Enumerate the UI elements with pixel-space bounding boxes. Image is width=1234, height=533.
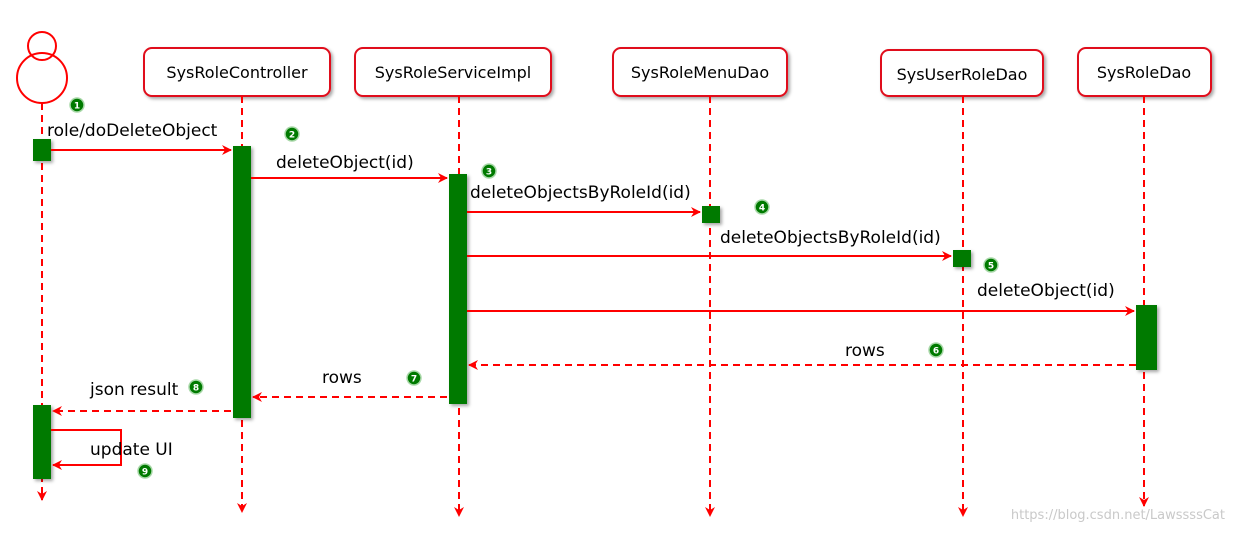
call-arrows — [51, 145, 1135, 316]
lifeline-box-menudao: SysRoleMenuDao — [612, 47, 788, 97]
message-label-8: json result — [89, 380, 179, 400]
step-badge-7: 7 — [406, 370, 422, 386]
arrow-9 — [51, 429, 122, 470]
step-badge-5: 5 — [983, 257, 999, 273]
svg-text:1: 1 — [74, 102, 80, 112]
activation-actor-2 — [33, 405, 51, 479]
activations — [33, 139, 1157, 479]
step-badge-3: 3 — [481, 163, 497, 179]
svg-text:7: 7 — [411, 375, 417, 385]
activation-userroledao — [953, 250, 971, 267]
step-badge-2: 2 — [284, 126, 300, 142]
lifeline-box-service: SysRoleServiceImpl — [354, 47, 552, 97]
lifeline-box-controller: SysRoleController — [143, 47, 331, 97]
lifeline-box-userroledao: SysUserRoleDao — [880, 49, 1044, 97]
svg-text:4: 4 — [759, 204, 765, 214]
svg-text:5: 5 — [988, 262, 994, 272]
message-label-5: deleteObject(id) — [977, 281, 1115, 301]
svg-text:8: 8 — [193, 384, 199, 394]
lifeline-label-roledao: SysRoleDao — [1097, 63, 1191, 82]
svg-text:3: 3 — [486, 168, 492, 178]
svg-text:2: 2 — [289, 131, 295, 141]
return-arrows — [52, 360, 1136, 416]
message-label-6: rows — [845, 341, 885, 361]
message-label-9: update UI — [90, 440, 173, 460]
activation-controller — [233, 146, 251, 418]
watermark-text: https://blog.csdn.net/LawssssCat — [1011, 508, 1225, 523]
activation-roledao — [1136, 305, 1157, 370]
message-label-7: rows — [322, 368, 362, 388]
activation-service — [449, 174, 467, 404]
lifeline-label-controller: SysRoleController — [166, 63, 308, 82]
lifeline-box-roledao: SysRoleDao — [1077, 47, 1212, 97]
lifeline-label-service: SysRoleServiceImpl — [375, 63, 531, 82]
message-label-4: deleteObjectsByRoleId(id) — [720, 228, 941, 248]
activation-actor-1 — [33, 139, 51, 161]
activation-menudao — [702, 206, 720, 223]
svg-text:9: 9 — [142, 468, 148, 478]
step-badge-1: 1 — [69, 97, 85, 113]
lifeline-label-userroledao: SysUserRoleDao — [897, 65, 1028, 84]
step-badge-6: 6 — [928, 342, 944, 358]
lifeline-label-menudao: SysRoleMenuDao — [631, 63, 769, 82]
svg-text:6: 6 — [933, 347, 939, 357]
actor-icon — [16, 31, 68, 104]
step-badge-9: 9 — [137, 463, 153, 479]
message-label-2: deleteObject(id) — [276, 153, 414, 173]
message-label-3: deleteObjectsByRoleId(id) — [470, 183, 691, 203]
step-badge-4: 4 — [754, 199, 770, 215]
lifelines — [37, 96, 1149, 517]
message-label-1: role/doDeleteObject — [47, 121, 218, 141]
step-badge-8: 8 — [188, 379, 204, 395]
